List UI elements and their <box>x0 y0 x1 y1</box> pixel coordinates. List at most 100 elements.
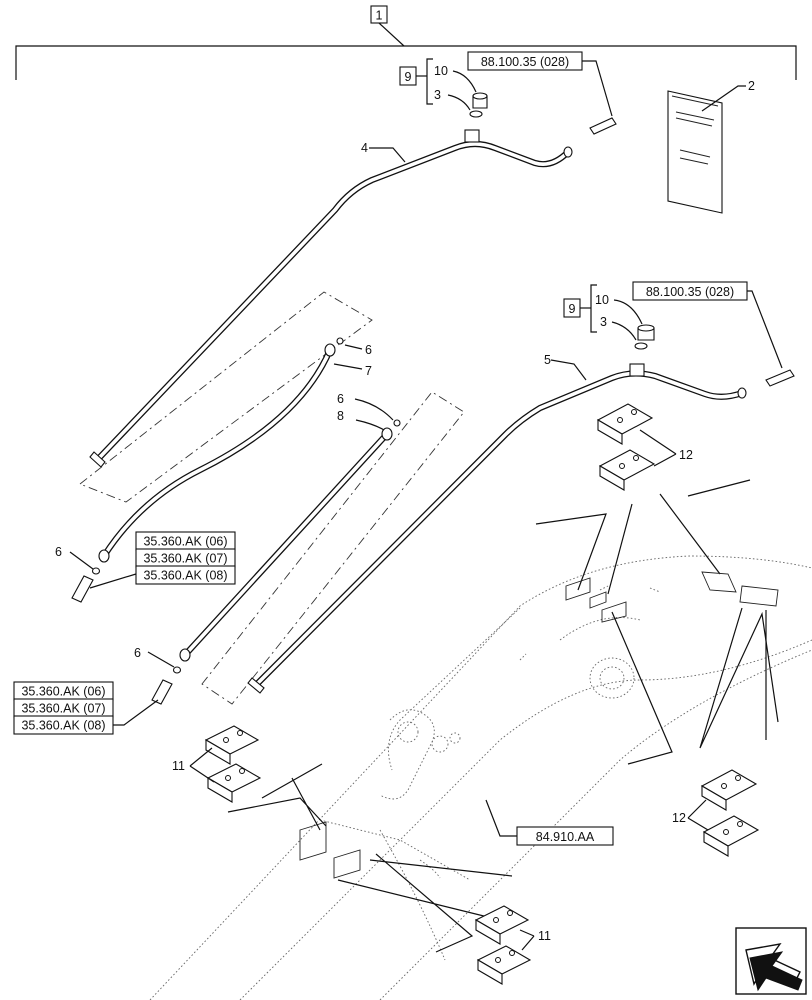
item-10-label-top: 10 <box>434 64 448 78</box>
clamp-12-upper: 12 <box>596 403 693 491</box>
pipe-4-fitting-right <box>563 146 573 158</box>
hose-7-fitting-top <box>324 343 336 357</box>
item-9-label-bottom: 9 <box>569 302 576 316</box>
item-6-label-a: 6 <box>365 343 372 357</box>
bolt-ref-top: 88.100.35 (028) <box>467 51 617 135</box>
clamp-view-lines-a <box>535 503 633 595</box>
item-3-leader-bottom <box>611 321 637 341</box>
item-3-label-bottom: 3 <box>600 315 607 329</box>
pipe-5-tee <box>629 363 645 377</box>
hose-8: 6 8 <box>179 392 401 662</box>
item-3-leader-top <box>447 94 471 111</box>
group-9-top: 9 10 3 <box>399 58 477 111</box>
plug-icon-top <box>469 92 488 118</box>
item-8-leader <box>355 419 385 431</box>
seal-6-leader-b <box>354 398 394 421</box>
item-6-label-b: 6 <box>337 392 344 406</box>
seal-6-leader-d <box>147 651 175 668</box>
hose-ref-label-b1: 35.360.AK (06) <box>21 685 105 699</box>
group-9-bottom: 9 10 3 <box>563 284 643 341</box>
item-12-label-bottom: 12 <box>672 811 686 825</box>
seal-icon-a <box>91 567 101 575</box>
fitting-icon-b <box>151 679 173 705</box>
item-12-leader-top <box>639 429 677 467</box>
item-2-label: 2 <box>748 79 755 93</box>
hose-group-boundary-b <box>201 391 465 705</box>
item-4-label: 4 <box>361 141 368 155</box>
fitting-left-lower: 6 <box>134 646 182 705</box>
item-12-label-top: 12 <box>679 448 693 462</box>
item-10-leader-top <box>452 70 477 93</box>
item-11-leader-bottom <box>519 929 535 951</box>
fitting-icon-a <box>71 575 94 603</box>
bolt-icon-top <box>589 117 617 135</box>
item-3-label-top: 3 <box>434 88 441 102</box>
pipe-5-fitting-right <box>737 387 747 399</box>
boom-ref: 84.910.AA <box>485 799 614 846</box>
hose-ref-label-b3: 35.360.AK (08) <box>21 719 105 733</box>
hose-ref-leader-a <box>89 573 137 589</box>
item-10-leader-bottom <box>613 299 643 325</box>
bolt-icon-bottom <box>765 369 795 387</box>
item-5-label: 5 <box>544 353 551 367</box>
item-6-label-d: 6 <box>134 646 141 660</box>
clamp-11-bottom: 11 <box>474 905 551 985</box>
item-11-label-left: 11 <box>172 759 185 773</box>
pipe-5: 5 <box>247 353 747 694</box>
hose-ref-leader-b <box>113 699 159 726</box>
clamp-11-left: 11 <box>172 725 262 803</box>
clamp-view-lines-c <box>611 611 673 765</box>
clamp-view-lines-b <box>659 479 751 575</box>
pipe-4-tee <box>464 129 480 143</box>
boom-ref-leader <box>485 799 517 837</box>
item-1-leader <box>378 22 405 47</box>
item-1-label-group: 1 <box>15 5 797 80</box>
item-2-leader <box>701 85 746 112</box>
bolt-ref-label-bottom: 88.100.35 (028) <box>646 285 734 299</box>
hose-8-fitting-top <box>381 427 393 441</box>
manual-lines <box>671 95 719 165</box>
bolt-ref-leader-bottom <box>747 290 783 369</box>
item-5-leader <box>550 359 587 381</box>
hose-8-fitting-bottom <box>179 648 191 662</box>
hose-7-fitting-bottom <box>98 549 110 563</box>
item-7-leader <box>333 363 363 370</box>
item-1-label: 1 <box>376 9 383 23</box>
item-8-label: 8 <box>337 409 344 423</box>
bolt-ref-label-top: 88.100.35 (028) <box>481 55 569 69</box>
item-4-leader <box>369 147 406 163</box>
hose-ref-label-b2: 35.360.AK (07) <box>21 702 105 716</box>
hose-group-boundary-a <box>79 291 373 503</box>
clamp-12-lower: 12 <box>672 769 760 857</box>
assembly-bracket <box>15 45 797 80</box>
hose-ref-label-a2: 35.360.AK (07) <box>143 552 227 566</box>
hose-ref-group-a: 35.360.AK (06) 35.360.AK (07) 35.360.AK … <box>89 531 236 589</box>
item-10-label-bottom: 10 <box>595 293 609 307</box>
boom-outline <box>149 555 812 1000</box>
clamp-view-lines-f <box>227 763 327 831</box>
hose-7: 6 7 <box>98 337 372 563</box>
item-7-label: 7 <box>365 364 372 378</box>
plug-icon-bottom <box>634 324 655 350</box>
group-9-brace-top <box>426 58 433 105</box>
fitting-left-upper: 6 <box>55 545 101 603</box>
boom-ref-label: 84.910.AA <box>536 830 595 844</box>
seal-icon-7 <box>336 337 344 345</box>
item-11-leader-left <box>189 747 215 783</box>
pipe-5-fitting-left <box>247 677 265 694</box>
bolt-ref-bottom: 88.100.35 (028) <box>632 281 795 387</box>
seal-icon-b <box>172 666 182 674</box>
item-6-label-c: 6 <box>55 545 62 559</box>
clamp-view-lines-g <box>337 853 513 953</box>
next-page-arrow-icon[interactable] <box>735 927 807 995</box>
seal-6-leader-a <box>344 344 363 350</box>
item-11-label-bottom: 11 <box>538 929 551 943</box>
hose-ref-label-a1: 35.360.AK (06) <box>143 535 227 549</box>
manual-booklet: 2 <box>667 79 755 214</box>
pipe-4: 4 <box>89 129 573 468</box>
hose-ref-group-b: 35.360.AK (06) 35.360.AK (07) 35.360.AK … <box>13 681 159 735</box>
hose-ref-label-a3: 35.360.AK (08) <box>143 569 227 583</box>
bolt-ref-leader-top <box>582 60 613 117</box>
hose-ref-box-a3 <box>135 565 236 585</box>
